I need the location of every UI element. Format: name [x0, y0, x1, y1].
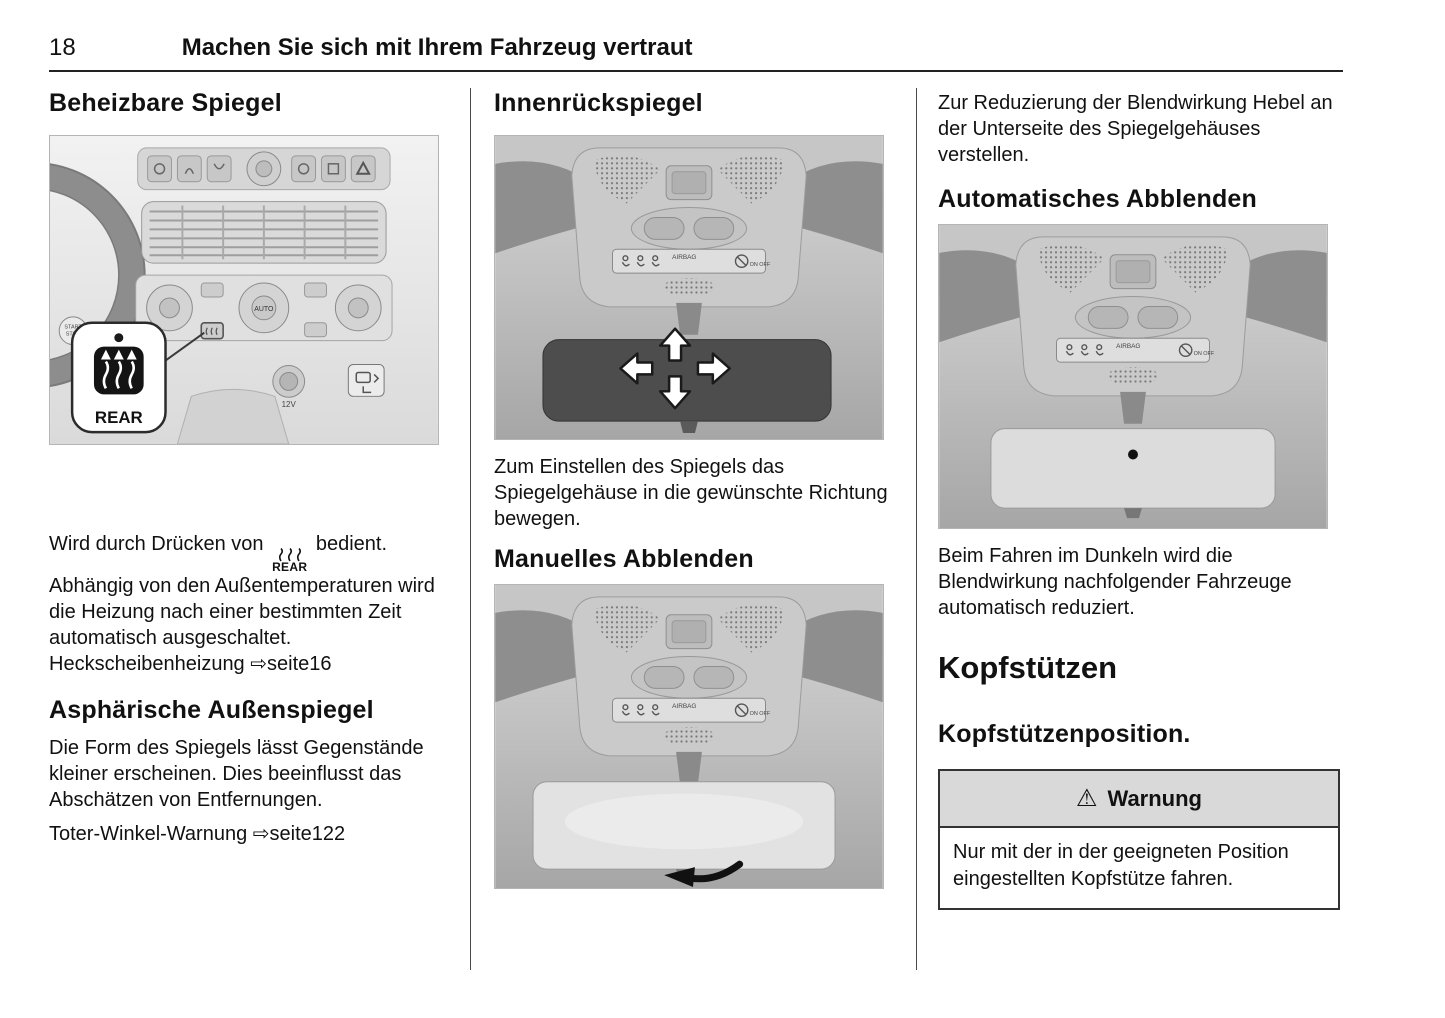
dimming-lever-arrow: [664, 860, 744, 888]
auto-dimming-mirror: [990, 428, 1276, 519]
manual-dimming-illustration: [494, 584, 884, 889]
lower-console: 12V: [176, 364, 385, 444]
heated-mirror-paragraph: Wird durch Drücken von REAR bedient. Abh…: [49, 531, 449, 651]
column-interior-mirror: Innenrückspiegel Zum Einstellen des Spie…: [494, 88, 894, 889]
interior-mirror-back: [532, 781, 836, 880]
air-vent-grille: [141, 201, 387, 264]
cross-reference-rear-window-heating[interactable]: Heckscheibenheizung ⇨seite16: [49, 653, 332, 675]
warning-box: ⚠ Warnung Nur mit der in der geeigneten P…: [938, 769, 1340, 910]
inline-rear-label: REAR: [272, 560, 308, 574]
dimming-sensor-dot: [1128, 449, 1138, 460]
climate-control-panel: AUTO: [135, 274, 393, 342]
page-header: 18 Machen Sie sich mit Ihrem Fahrzeug ve…: [49, 34, 1343, 72]
column-heated-mirrors: Beheizbare Spiegel START STOP: [49, 88, 449, 847]
warning-triangle-icon: ⚠: [1075, 785, 1098, 812]
warning-body: Nur mit der in der geeigneten Position e…: [953, 841, 1289, 890]
cross-reference-blind-spot[interactable]: Toter-Winkel-Warnung ⇨seite122: [49, 823, 346, 845]
warning-title: Warnung: [1107, 786, 1203, 811]
rear-defrost-inline-icon: REAR: [272, 548, 307, 573]
adjust-direction-arrows: [619, 327, 731, 410]
automatic-dimming-illustration: [938, 224, 1328, 529]
heading-automatic-dimming: Automatisches Abblenden: [938, 185, 1257, 213]
aspherical-mirror-paragraph: Die Form des Spiegels lässt Gegenstände …: [49, 737, 424, 811]
interior-mirror: [542, 339, 832, 434]
rear-button-callout: REAR: [70, 321, 167, 434]
auto-dimming-paragraph: Beim Fahren im Dunkeln wird die Blendwir…: [938, 545, 1292, 619]
page-title: Machen Sie sich mit Ihrem Fahrzeug vertr…: [181, 34, 693, 61]
column-divider: [916, 88, 917, 970]
device-button: [347, 364, 385, 397]
heading-interior-mirror: Innenrückspiegel: [494, 89, 703, 117]
column-auto-dimming-headrests: Zur Reduzierung der Blendwirkung Hebel a…: [938, 88, 1340, 910]
rear-defrost-button: [200, 321, 224, 340]
heading-manual-dimming: Manuelles Abblenden: [494, 545, 754, 573]
start-stop-label-1: START: [64, 325, 82, 331]
rear-callout-label: REAR: [95, 408, 143, 427]
mirror-adjust-paragraph: Zum Einstellen des Spiegels das Spiegelg…: [494, 456, 888, 530]
heading-aspherical-mirrors: Asphärische Außenspiegel: [49, 696, 374, 724]
page-number: 18: [49, 34, 76, 61]
paragraph-text: Wird durch Drücken von: [49, 533, 264, 555]
heated-rear-window-icon: [278, 548, 301, 562]
dashboard-rear-defrost-illustration: START STOP: [49, 135, 439, 445]
auto-knob-label: AUTO: [254, 306, 274, 313]
warning-header: ⚠ Warnung: [940, 771, 1338, 828]
paragraph-text: bedient. Abhängig von den Außentemperatu…: [49, 533, 435, 649]
heading-heated-mirrors: Beheizbare Spiegel: [49, 89, 282, 117]
interior-mirror-adjust-illustration: [494, 135, 884, 440]
socket-label: 12V: [282, 400, 297, 409]
column-divider: [470, 88, 471, 970]
manual-dimming-paragraph: Zur Reduzierung der Blendwirkung Hebel a…: [938, 92, 1333, 166]
heading-headrest-position: Kopfstützenposition.: [938, 720, 1191, 748]
heading-headrests: Kopfstützen: [938, 650, 1118, 685]
dashboard-button-strip: [137, 147, 391, 191]
